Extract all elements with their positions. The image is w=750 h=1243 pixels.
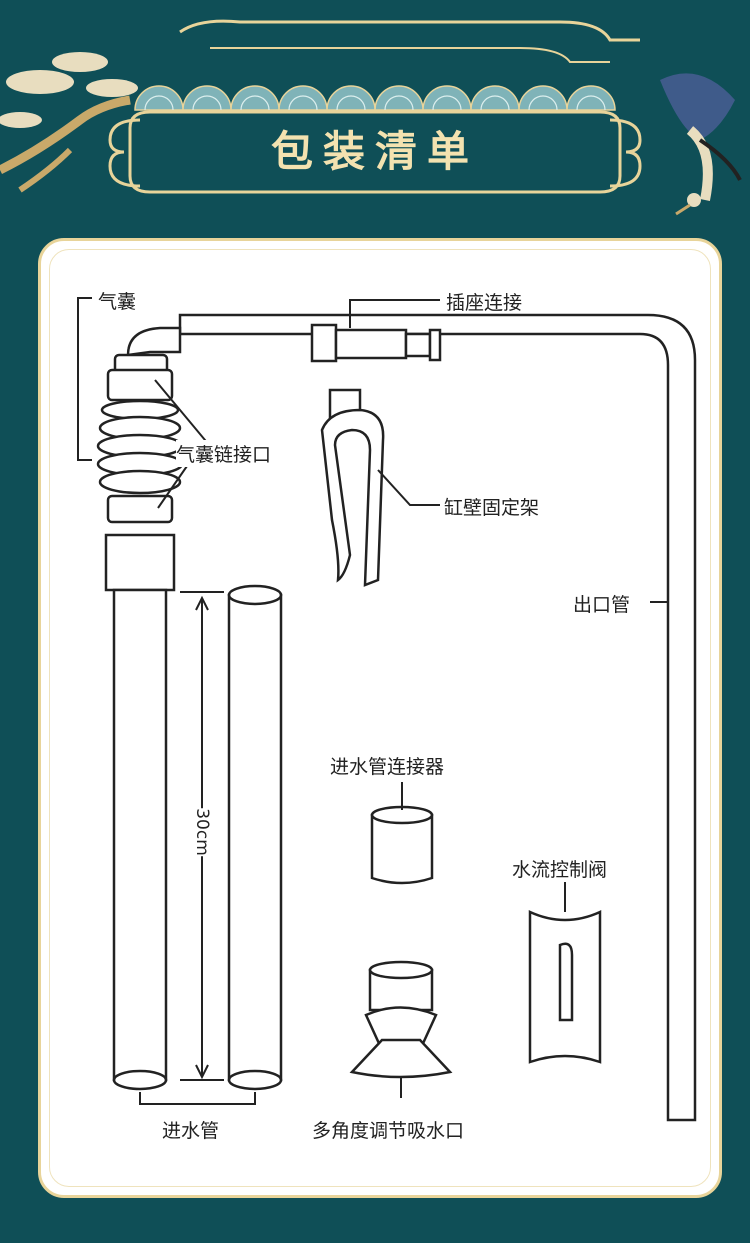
- label-inlet-connector: 进水管连接器: [330, 756, 445, 778]
- label-socket-connection: 插座连接: [446, 292, 523, 314]
- tank-clip-shape: [320, 408, 385, 587]
- length-dimension-ends: [180, 591, 224, 1081]
- label-tank-clip: 缸壁固定架: [444, 497, 540, 519]
- nozzle-funnel: [349, 1038, 453, 1079]
- elbow-shape: [126, 326, 182, 357]
- label-airbag: 气囊: [98, 291, 137, 313]
- inlet-pipe-left: [112, 588, 168, 1082]
- label-length: 30cm: [187, 808, 216, 856]
- airbag-bracket: [77, 297, 92, 461]
- label-flow-valve: 水流控制阀: [512, 859, 608, 881]
- inlet-pipe-bracket: [139, 1092, 256, 1105]
- inlet-pipe-right: [227, 593, 283, 1082]
- label-airbag-link: 气囊链接口: [176, 440, 272, 467]
- socket-tip: [404, 332, 432, 358]
- socket-leader: [349, 299, 440, 328]
- length-dimension-arrows: [195, 595, 209, 1080]
- airbag-lower-joint: [106, 494, 174, 524]
- clip-leader: [377, 469, 440, 506]
- header-ornament: [0, 19, 742, 216]
- page-title: 包装清单: [270, 127, 479, 176]
- socket-ring-right: [428, 328, 442, 362]
- airbag-collar: [106, 368, 174, 402]
- inlet-pipe-coupler: [104, 533, 176, 592]
- label-inlet-pipe: 进水管: [162, 1120, 220, 1142]
- header-banner: 包装清单: [0, 0, 750, 230]
- socket-ring-left: [310, 323, 338, 363]
- card-inner-border: [49, 249, 711, 1187]
- inlet-connector-shape: [370, 813, 434, 885]
- flow-valve-slot: [558, 942, 574, 1022]
- outlet-pipe-shape: [178, 313, 697, 1122]
- label-suction-nozzle: 多角度调节吸水口: [312, 1120, 465, 1142]
- label-outlet-pipe: 出口管: [573, 594, 631, 616]
- socket-body: [334, 328, 408, 360]
